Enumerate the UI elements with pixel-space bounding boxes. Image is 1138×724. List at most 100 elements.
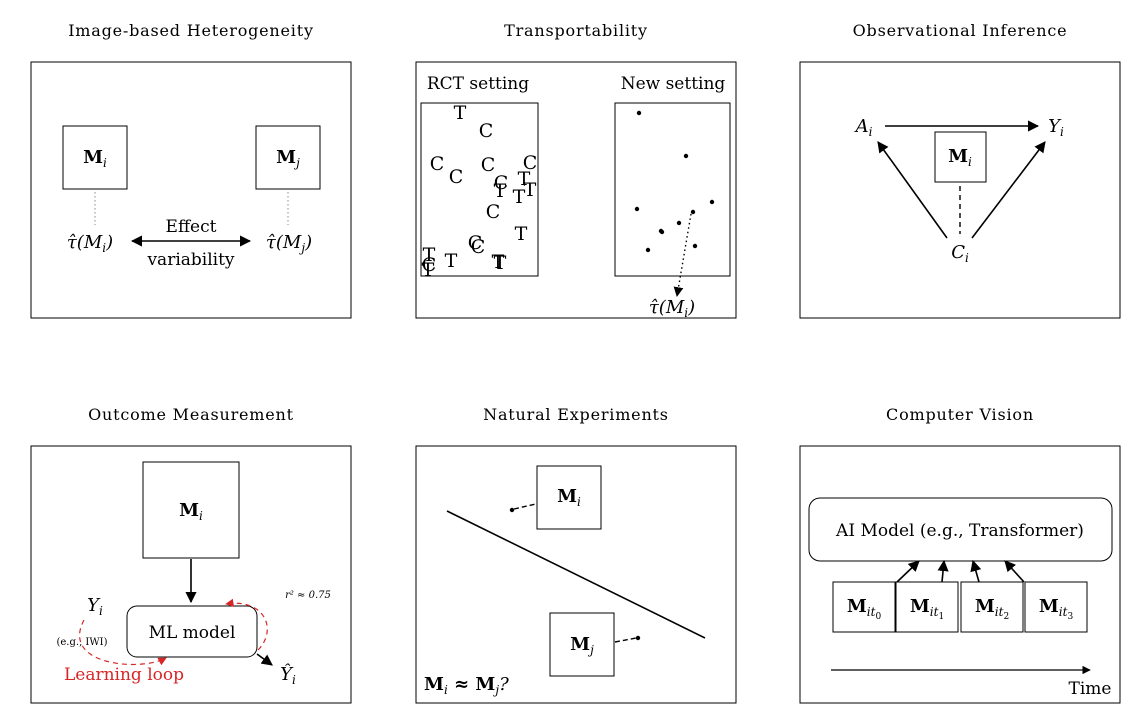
image-label-j: Mj <box>276 147 300 170</box>
control-unit-marker: C <box>481 154 496 176</box>
control-unit-marker: C <box>430 153 445 175</box>
treated-unit-marker: T <box>518 168 531 190</box>
image-label-i: Mi <box>557 486 581 509</box>
r-squared-label: r² ≈ 0.75 <box>285 590 331 601</box>
image-box-j <box>549 612 615 677</box>
link-point-i <box>513 503 537 510</box>
image-frame-box <box>960 581 1024 633</box>
ml-model-label: ML model <box>149 623 236 643</box>
panel-heterogeneity: Mi Mj τ̂(Mi) τ̂(Mj) Effect variability <box>62 125 321 270</box>
panel-title-transportability: Transportability <box>504 21 648 40</box>
node-confounder: Ci <box>951 242 969 265</box>
new-setting-unit-dot <box>658 228 664 234</box>
variability-label: variability <box>146 250 234 270</box>
image-frame-label: Mit2 <box>975 596 1009 622</box>
treated-unit-marker: T <box>524 179 537 201</box>
control-unit-marker: C <box>523 152 538 174</box>
node-outcome: Yi <box>1048 116 1064 139</box>
image-label-j: Mj <box>570 634 594 657</box>
node-image-box <box>934 131 987 183</box>
learning-loop-label: Learning loop <box>64 665 184 685</box>
effect-label: Effect <box>166 217 217 237</box>
treated-unit-marker: T <box>454 102 467 124</box>
treated-unit-marker: T <box>494 252 507 274</box>
panel-frame-6 <box>799 445 1121 704</box>
treated-unit-marker: T <box>445 250 458 272</box>
control-unit-marker: C <box>479 120 494 142</box>
ai-model-box <box>808 497 1113 562</box>
new-setting-unit-dot <box>636 110 642 116</box>
treated-unit-marker: T <box>492 251 505 273</box>
frame-to-model-arrow <box>896 560 920 583</box>
outcome-y: Yi <box>87 595 103 618</box>
panel-title-vision: Computer Vision <box>886 405 1034 424</box>
edge-c-to-a <box>877 141 948 239</box>
prediction-yhat: Ŷi <box>280 662 296 687</box>
panel-title-outcome: Outcome Measurement <box>88 405 294 424</box>
new-setting-unit-dot <box>645 247 651 253</box>
ai-model-label: AI Model (e.g., Transformer) <box>835 521 1084 541</box>
new-setting-unit-dot <box>634 206 640 212</box>
image-frame-box <box>895 581 959 633</box>
learning-loop-right <box>225 598 268 651</box>
image-box <box>142 461 240 559</box>
panel-frame-4 <box>30 445 352 704</box>
panel-frame-5 <box>415 445 737 704</box>
frame-to-model-arrow <box>1004 560 1025 583</box>
new-setting-unit-dot <box>709 199 715 205</box>
new-setting-unit-dot <box>683 153 689 159</box>
new-setting-unit-dot <box>690 209 696 215</box>
node-treatment: Ai <box>854 116 873 139</box>
panel-title-heterogeneity: Image-based Heterogeneity <box>68 21 314 40</box>
new-setting-units <box>634 110 715 253</box>
control-unit-marker: C <box>422 254 437 276</box>
new-setting-box <box>614 102 731 277</box>
ml-model-box <box>126 605 258 658</box>
treated-unit-marker: T <box>423 244 436 266</box>
treated-unit-marker: T <box>513 186 526 208</box>
panel-observational: Ai Yi Mi Ci <box>854 116 1064 265</box>
unit-point-j <box>635 635 641 641</box>
treated-unit-marker: T <box>422 259 435 281</box>
image-box-j <box>255 125 321 190</box>
prediction-arrow <box>673 213 692 297</box>
frame-to-model-arrow <box>937 559 949 583</box>
rct-box <box>420 102 539 277</box>
control-unit-marker: C <box>468 232 483 254</box>
control-unit-marker: C <box>494 172 509 194</box>
panel-outcome: Mi ML model Yi (e.g., IWI) r² ≈ 0.75 Ŷi … <box>56 461 331 687</box>
image-frame-label: Mit1 <box>910 596 944 622</box>
image-box-i <box>536 465 602 530</box>
panel-frame-3 <box>799 61 1121 319</box>
unit-point-i <box>509 507 515 513</box>
new-setting-label: New setting <box>621 74 726 94</box>
treated-unit-marker: T <box>494 180 507 202</box>
node-image: Mi <box>948 146 972 169</box>
rct-setting-label: RCT setting <box>427 74 529 94</box>
edge-c-to-y <box>971 141 1046 239</box>
tau-hat-i: τ̂(Mi) <box>67 232 113 255</box>
control-unit-marker: C <box>486 201 501 223</box>
discontinuity-boundary <box>446 510 706 639</box>
panel-title-observational: Observational Inference <box>853 21 1068 40</box>
image-box-i <box>62 125 128 190</box>
tau-hat-new: τ̂(Mi) <box>649 297 695 320</box>
treated-unit-marker: T <box>515 223 528 245</box>
learning-loop-left <box>79 619 167 666</box>
frame-to-model-arrow <box>970 559 982 583</box>
tau-hat-j: τ̂(Mj) <box>266 232 312 255</box>
new-setting-unit-dot <box>676 220 682 226</box>
time-axis-label: Time <box>1069 679 1112 699</box>
model-to-prediction-arrow <box>256 653 273 666</box>
link-point-j <box>614 637 637 643</box>
panel-natural: Mi Mj Mi ≈ Mj? <box>424 465 706 697</box>
panel-title-natural: Natural Experiments <box>483 405 669 424</box>
image-frame-label: Mit3 <box>1039 596 1074 622</box>
image-frame-box <box>1024 581 1088 633</box>
similarity-question: Mi ≈ Mj? <box>424 674 509 697</box>
